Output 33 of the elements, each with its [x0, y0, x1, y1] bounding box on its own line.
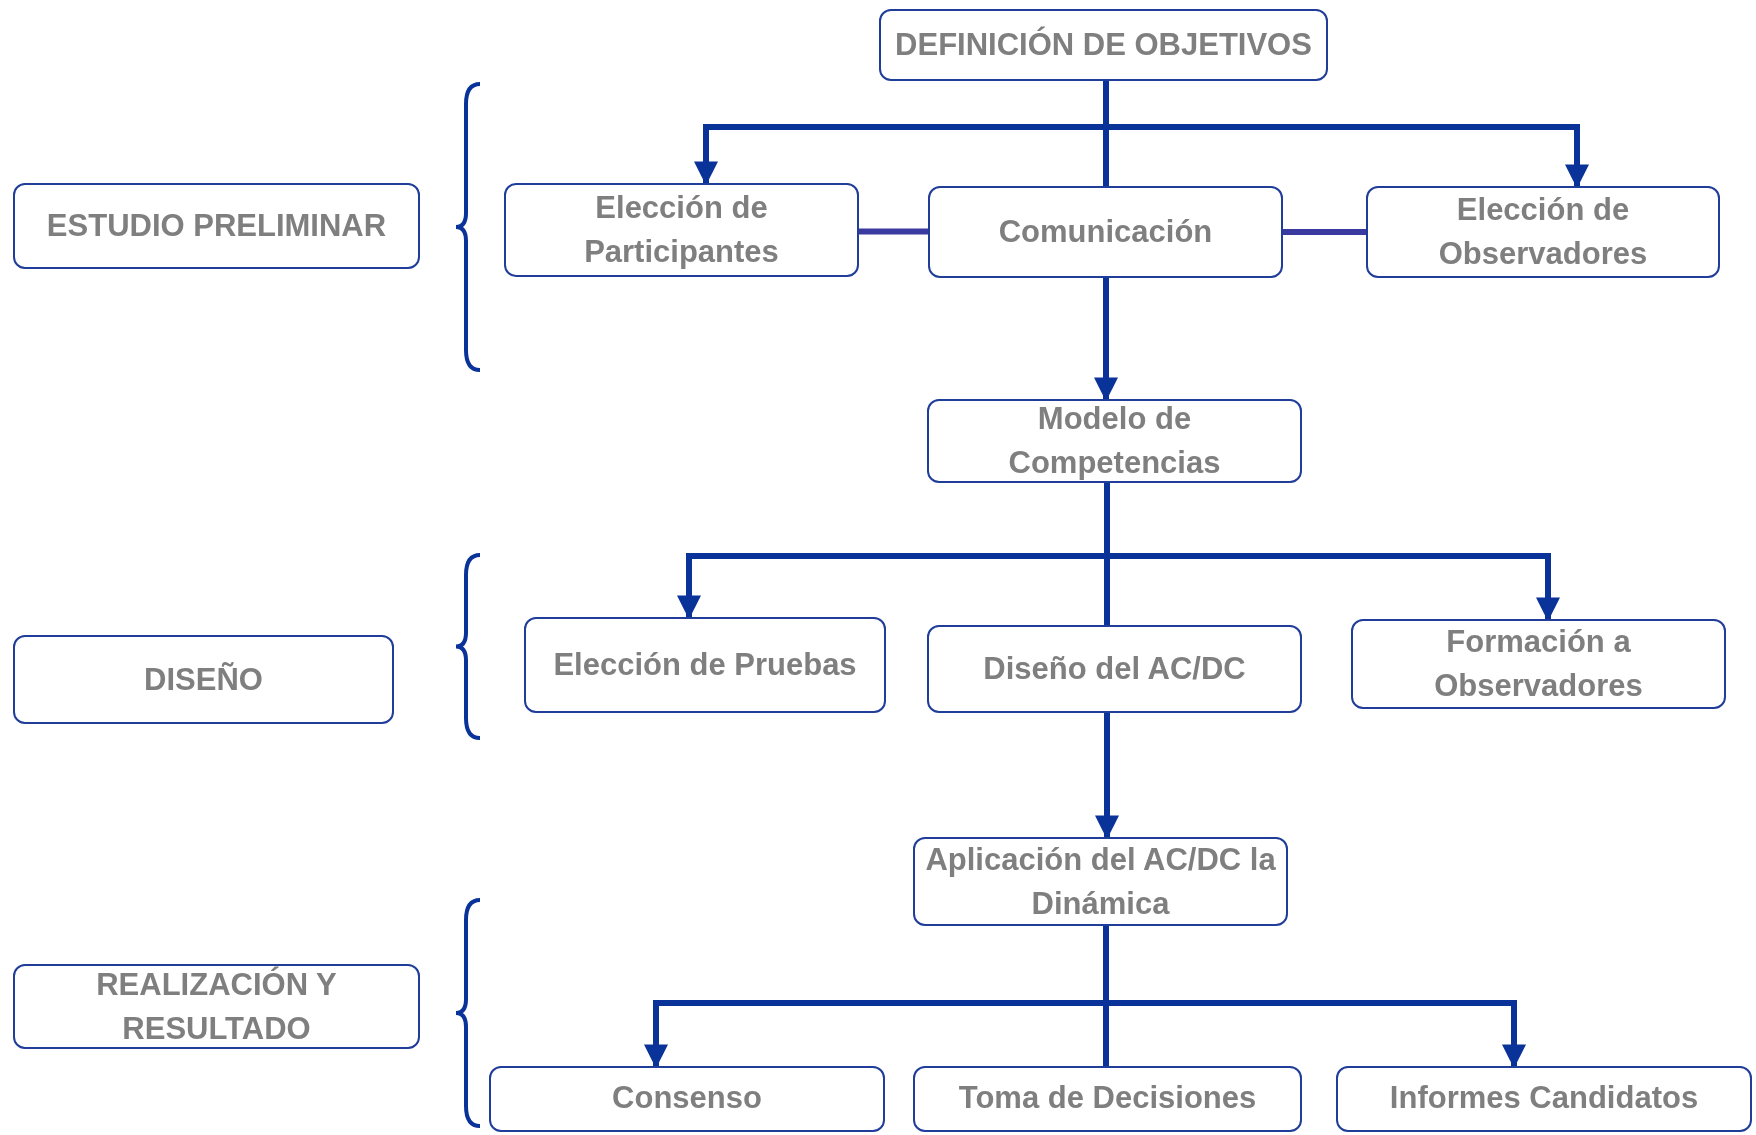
connector-arrow — [1094, 278, 1118, 402]
process-box — [1351, 619, 1726, 709]
box-label: DISEÑO — [144, 660, 263, 699]
connector-arrow — [1095, 713, 1119, 840]
box-label: ESTUDIO PRELIMINAR — [46, 207, 387, 245]
connector-arrow — [1104, 483, 1560, 622]
process-box — [13, 183, 420, 269]
box-label: Formación a Observadores — [1433, 623, 1644, 705]
process-box — [1366, 186, 1720, 278]
process-box — [504, 183, 859, 277]
box-label: REALIZACIÓN Y RESULTADO — [95, 965, 338, 1048]
box-label: Comunicación — [998, 213, 1213, 251]
connector-arrow — [1103, 926, 1526, 1069]
process-box — [879, 9, 1328, 81]
box-label: Toma de Decisiones — [958, 1079, 1257, 1117]
process-box — [1336, 1066, 1752, 1132]
process-box — [927, 625, 1302, 713]
process-box — [489, 1066, 885, 1132]
box-label: Informes Candidatos — [1389, 1079, 1699, 1117]
process-box — [927, 399, 1302, 483]
process-box — [524, 617, 886, 713]
box-label: Aplicación del AC/DC la Dinámica — [924, 840, 1277, 923]
box-label: DEFINICIÓN DE OBJETIVOS — [895, 25, 1312, 64]
box-label: Elección de Participantes — [583, 189, 780, 271]
box-label: Elección de Pruebas — [553, 646, 857, 684]
process-box — [13, 635, 394, 724]
process-box — [928, 186, 1283, 278]
box-label: Elección de Observadores — [1437, 191, 1649, 273]
box-label: Consenso — [612, 1079, 762, 1117]
box-label: Diseño del AC/DC — [983, 650, 1246, 688]
process-box — [913, 1066, 1302, 1132]
box-label: Modelo de Competencias — [1007, 400, 1222, 482]
process-box — [13, 964, 420, 1049]
